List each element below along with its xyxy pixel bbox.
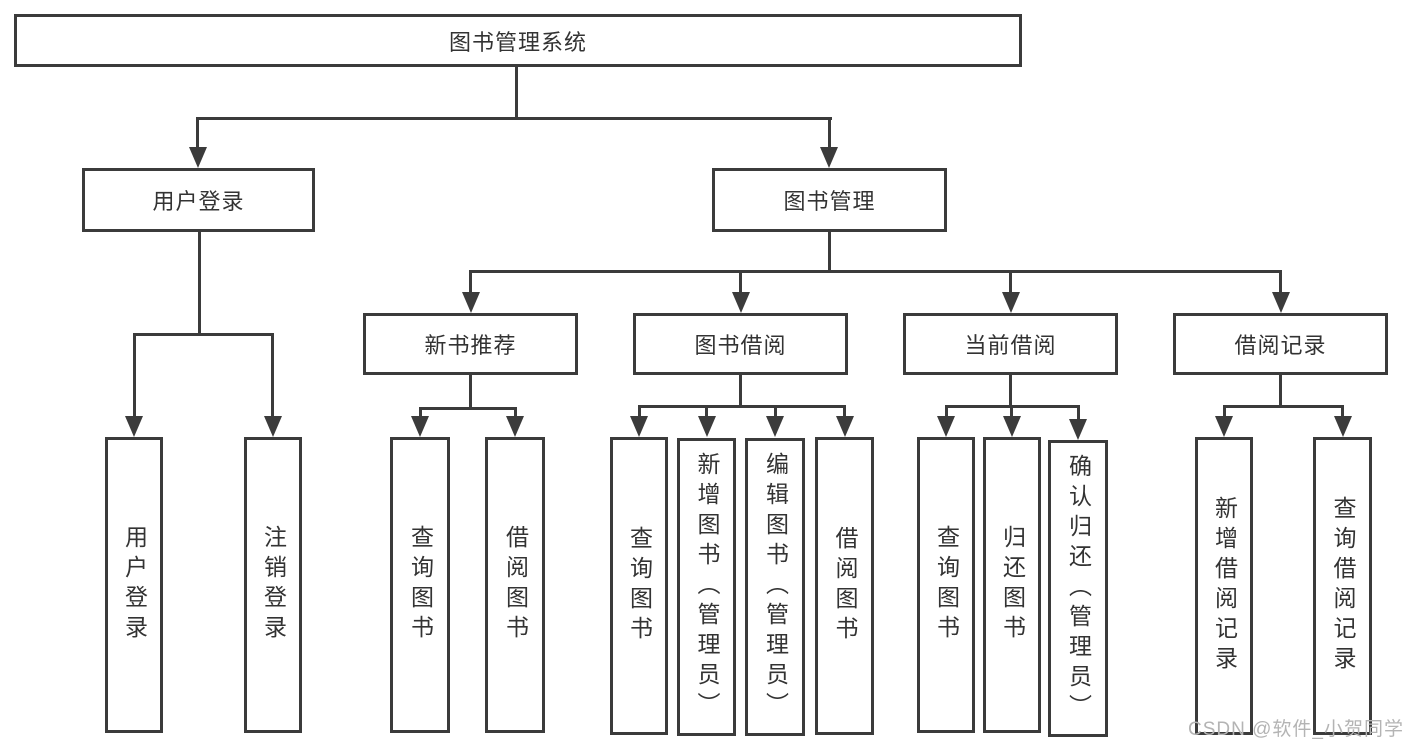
node-new-book-rec-label: 新书推荐 [424, 333, 517, 358]
connector-line [1223, 405, 1344, 408]
connector-line [638, 405, 641, 418]
node-user-login: 用户登录 [82, 168, 315, 232]
leaf-br-add-label: 新增借阅记录 [1211, 496, 1238, 676]
arrowhead-icon [766, 416, 784, 437]
connector-line [1009, 270, 1012, 293]
connector-line [196, 117, 199, 148]
connector-line [469, 270, 1282, 273]
node-book-borrow: 图书借阅 [633, 313, 848, 375]
leaf-user-login: 用户登录 [105, 437, 163, 733]
leaf-cb-return-label: 归还图书 [999, 525, 1026, 645]
connector-line [514, 407, 517, 418]
leaf-nbr-borrow: 借阅图书 [485, 437, 545, 733]
connector-line [271, 333, 274, 417]
arrowhead-icon [1069, 419, 1087, 440]
connector-line [828, 232, 831, 273]
connector-line [469, 270, 472, 293]
connector-line [774, 405, 777, 418]
connector-line [739, 375, 742, 408]
leaf-nbr-query-label: 查询图书 [407, 525, 434, 645]
arrowhead-icon [1272, 292, 1290, 313]
leaf-cb-confirm-label: 确认归还（管理员） [1065, 453, 1092, 724]
connector-line [705, 405, 708, 418]
leaf-bb-query: 查询图书 [610, 437, 668, 735]
leaf-bb-borrow-label: 借阅图书 [832, 526, 858, 646]
connector-line [1341, 405, 1344, 418]
leaf-bb-query-label: 查询图书 [626, 526, 653, 646]
connector-line [945, 405, 948, 418]
arrowhead-icon [698, 416, 716, 437]
leaf-nbr-query: 查询图书 [390, 437, 450, 733]
leaf-bb-borrow: 借阅图书 [815, 437, 874, 735]
leaf-bb-add-label: 新增图书（管理员） [694, 452, 720, 722]
connector-line [198, 232, 201, 336]
arrowhead-icon [1002, 292, 1020, 313]
csdn-watermark: CSDN @软件_小贺同学 [1188, 719, 1404, 740]
connector-line [1009, 375, 1012, 408]
connector-line [469, 375, 472, 410]
connector-line [1223, 405, 1226, 418]
leaf-br-add: 新增借阅记录 [1195, 437, 1253, 735]
arrowhead-icon [125, 416, 143, 437]
connector-line [515, 67, 518, 118]
node-book-mgmt: 图书管理 [712, 168, 947, 232]
arrowhead-icon [836, 416, 854, 437]
connector-line [739, 270, 742, 293]
connector-line [133, 333, 274, 336]
connector-line [828, 117, 831, 148]
node-root-label: 图书管理系统 [448, 29, 587, 55]
leaf-logout: 注销登录 [244, 437, 302, 733]
leaf-user-login-label: 用户登录 [121, 525, 148, 645]
arrowhead-icon [732, 292, 750, 313]
leaf-cb-return: 归还图书 [983, 437, 1041, 733]
arrowhead-icon [189, 147, 207, 168]
arrowhead-icon [462, 292, 480, 313]
connector-line [1279, 375, 1282, 408]
leaf-bb-edit-label: 编辑图书（管理员） [762, 452, 789, 722]
leaf-cb-query-label: 查询图书 [933, 525, 960, 645]
node-borrow-record-label: 借阅记录 [1234, 333, 1327, 358]
connector-line [638, 405, 846, 408]
leaf-br-query: 查询借阅记录 [1313, 437, 1372, 735]
connector-line [196, 117, 832, 120]
connector-line [1279, 270, 1282, 293]
node-current-borrow: 当前借阅 [903, 313, 1118, 375]
leaf-logout-label: 注销登录 [260, 525, 287, 645]
arrowhead-icon [411, 416, 429, 437]
arrowhead-icon [264, 416, 282, 437]
node-new-book-rec: 新书推荐 [363, 313, 578, 375]
node-user-login-label: 用户登录 [152, 189, 245, 214]
connector-line [419, 407, 422, 418]
node-book-mgmt-label: 图书管理 [783, 189, 876, 214]
arrowhead-icon [630, 416, 648, 437]
node-root: 图书管理系统 [14, 14, 1022, 67]
leaf-cb-confirm: 确认归还（管理员） [1048, 440, 1108, 737]
arrowhead-icon [1215, 416, 1233, 437]
connector-line [1077, 405, 1080, 420]
leaf-cb-query: 查询图书 [917, 437, 975, 733]
connector-line [133, 333, 136, 417]
arrowhead-icon [937, 416, 955, 437]
node-current-borrow-label: 当前借阅 [964, 333, 1057, 358]
leaf-bb-add: 新增图书（管理员） [677, 438, 736, 736]
connector-line [1010, 405, 1013, 418]
arrowhead-icon [1334, 416, 1352, 437]
node-borrow-record: 借阅记录 [1173, 313, 1388, 375]
arrowhead-icon [506, 416, 524, 437]
node-book-borrow-label: 图书借阅 [694, 333, 787, 358]
leaf-nbr-borrow-label: 借阅图书 [502, 525, 529, 645]
arrowhead-icon [1003, 416, 1021, 437]
leaf-bb-edit: 编辑图书（管理员） [745, 438, 805, 736]
connector-line [419, 407, 517, 410]
arrowhead-icon [820, 147, 838, 168]
connector-line [843, 405, 846, 418]
leaf-br-query-label: 查询借阅记录 [1330, 496, 1356, 676]
